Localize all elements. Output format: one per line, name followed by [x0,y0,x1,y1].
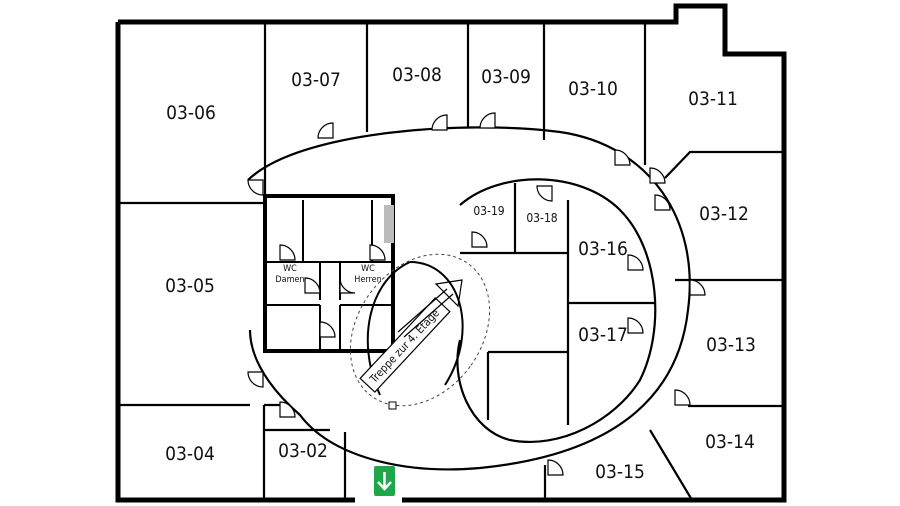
room-0306-label: 03-06 [166,102,216,124]
door-wc-vestibule-b [339,277,356,294]
door-0302 [279,401,296,418]
door-0305 [247,371,264,388]
room-0308-label: 03-08 [392,64,442,86]
doors [247,112,706,476]
wc-damen-label-line1: WC [283,264,297,274]
outer-walls [115,3,787,503]
door-wc-c [319,321,336,338]
pillar-marker [388,401,397,410]
room-0319-label: 03-19 [473,204,504,218]
door-wc-herren [369,244,386,261]
door-0319 [471,231,488,248]
room-0302-label: 03-02 [278,440,328,462]
emergency-exit[interactable] [374,466,395,496]
door-0314 [674,389,691,406]
wc-damen-label-line2: Damen [275,275,304,285]
arrow-down-icon [377,472,392,491]
room-0317-label: 03-17 [578,324,628,346]
stairs-label: Treppe zur 4. Etage [367,307,443,387]
room-0304-label: 03-04 [165,443,215,465]
door-0307 [317,122,334,139]
wc-herren-label-line2: Herren [354,275,382,285]
door-0311 [649,167,666,184]
door-0313 [689,279,706,296]
wc-herren-label-line1: WC [361,264,375,274]
room-0309-label: 03-09 [481,66,531,88]
door-0317 [627,317,644,334]
door-wc-vestibule-a [304,277,321,294]
room-0310-label: 03-10 [568,78,618,100]
door-0312 [654,194,671,211]
room-0314-label: 03-14 [705,431,755,453]
door-0316 [627,254,644,271]
door-0309 [479,112,496,129]
up-arrow-icon [434,279,463,308]
room-0316-label: 03-16 [578,238,628,260]
door-0318 [536,185,553,202]
interior-walls [118,22,784,501]
room-labels: 03-06 03-07 03-08 03-09 03-10 03-11 03-1… [165,64,756,483]
door-wc-damen [279,244,296,261]
door-0306 [247,179,264,196]
wc-labels: WC Damen WC Herren [275,264,381,285]
room-0312-label: 03-12 [699,203,749,225]
room-0315-label: 03-15 [595,461,645,483]
room-0311-label: 03-11 [688,88,738,110]
door-0310 [614,149,631,166]
room-0318-label: 03-18 [526,211,557,225]
corridor-walls [247,126,691,471]
room-0305-label: 03-05 [165,275,215,297]
room-0307-label: 03-07 [291,69,341,91]
door-0315 [547,459,564,476]
door-0308 [431,114,448,131]
room-0313-label: 03-13 [706,334,756,356]
